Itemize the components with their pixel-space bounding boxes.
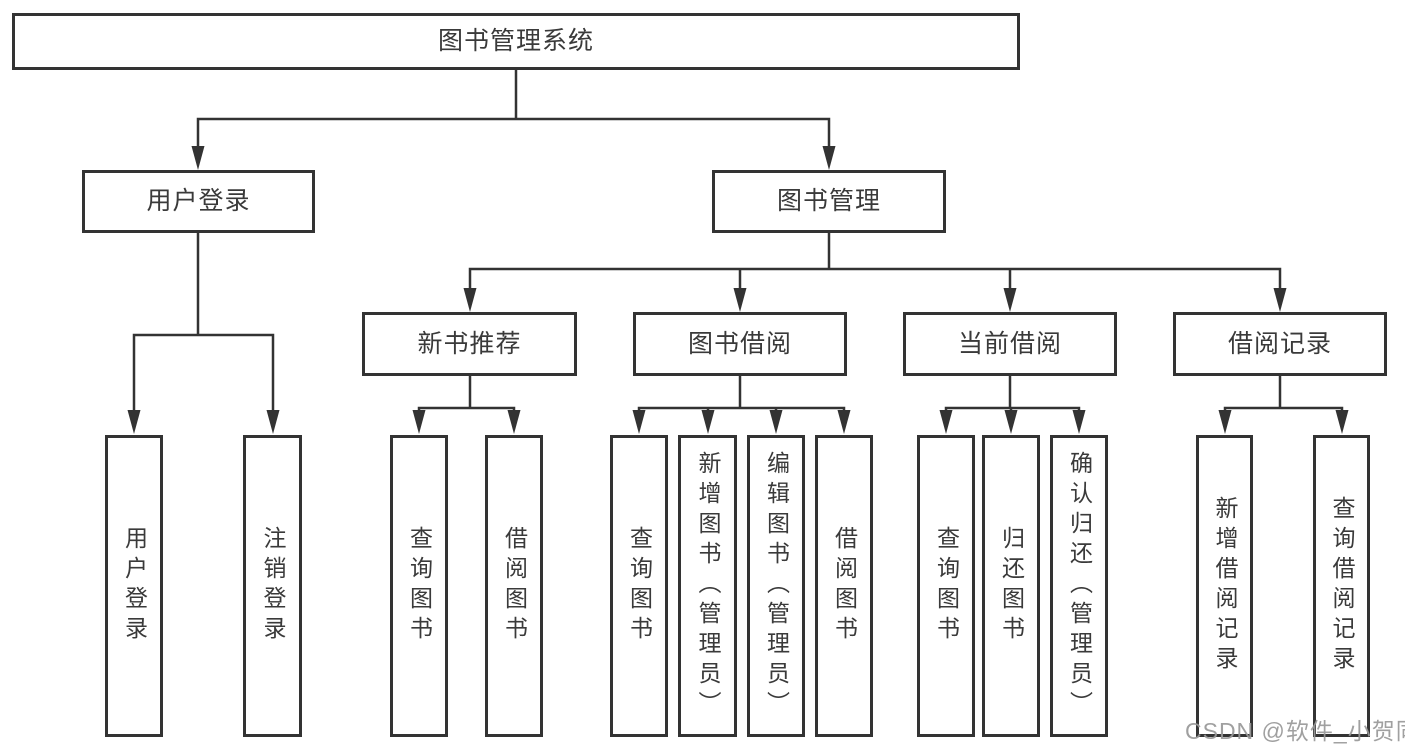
node-label: 借阅图书 xyxy=(501,526,528,646)
watermark-text: CSDN @软件_小贺同学 xyxy=(1185,718,1405,744)
node-label: 查询图书 xyxy=(406,526,433,646)
node-label: 图书管理系统 xyxy=(437,27,594,55)
leaf-add-borrow-record: 新增借阅记录 xyxy=(1196,435,1253,737)
node-label: 查询借阅记录 xyxy=(1329,496,1355,676)
node-book-management: 图书管理 xyxy=(712,170,946,233)
leaf-return-book: 归还图书 xyxy=(982,435,1040,737)
leaf-borrow-books-2: 借阅图书 xyxy=(815,435,873,737)
node-label: 归还图书 xyxy=(998,526,1025,646)
node-label: 新书推荐 xyxy=(417,329,522,358)
node-label: 查询图书 xyxy=(933,526,960,646)
node-label: 图书管理 xyxy=(776,187,881,215)
node-label: 查询图书 xyxy=(626,526,653,646)
node-new-book-recommendation: 新书推荐 xyxy=(362,312,577,376)
node-book-borrowing: 图书借阅 xyxy=(633,312,847,376)
node-label: 借阅记录 xyxy=(1227,329,1332,358)
node-label: 注销登录 xyxy=(260,526,286,646)
leaf-query-books-1: 查询图书 xyxy=(390,435,448,737)
node-current-borrowing: 当前借阅 xyxy=(903,312,1117,376)
node-label: 新增借阅记录 xyxy=(1212,496,1238,676)
leaf-add-book-admin: 新增图书（管理员） xyxy=(678,435,737,737)
node-label: 用户登录 xyxy=(121,526,148,646)
arrowheads xyxy=(127,146,1349,434)
leaf-query-borrow-record: 查询借阅记录 xyxy=(1313,435,1370,737)
leaf-borrow-books-1: 借阅图书 xyxy=(485,435,543,737)
node-label: 借阅图书 xyxy=(831,526,858,646)
leaf-query-books-2: 查询图书 xyxy=(610,435,668,737)
leaf-logout: 注销登录 xyxy=(243,435,302,737)
node-borrowing-records: 借阅记录 xyxy=(1173,312,1387,376)
node-label: 用户登录 xyxy=(146,187,251,215)
node-library-management-system: 图书管理系统 xyxy=(12,13,1020,70)
leaf-edit-book-admin: 编辑图书（管理员） xyxy=(747,435,805,737)
node-label: 图书借阅 xyxy=(687,329,792,358)
node-label: 新增图书（管理员） xyxy=(695,451,721,721)
node-user-login: 用户登录 xyxy=(82,170,315,233)
node-label: 编辑图书（管理员） xyxy=(763,451,790,721)
leaf-confirm-return-admin: 确认归还（管理员） xyxy=(1050,435,1108,737)
leaf-user-login: 用户登录 xyxy=(105,435,163,737)
leaf-query-books-3: 查询图书 xyxy=(917,435,975,737)
node-label: 确认归还（管理员） xyxy=(1066,451,1093,721)
node-label: 当前借阅 xyxy=(957,329,1062,358)
